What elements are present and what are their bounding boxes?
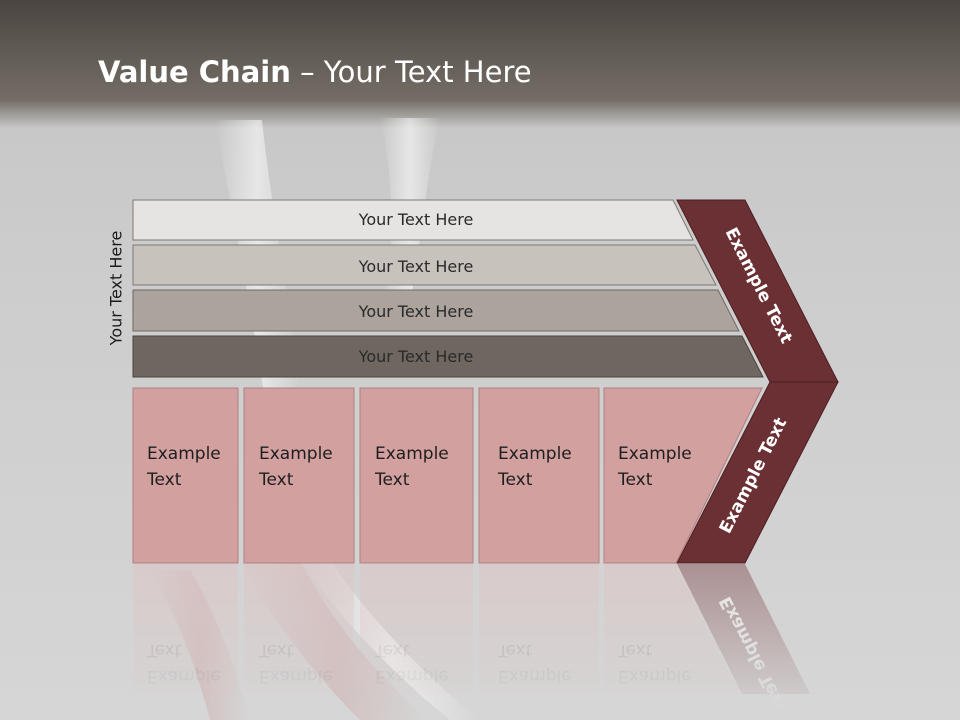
primary-box-shape bbox=[359, 387, 474, 564]
support-row: Your Text Here bbox=[132, 335, 764, 378]
primary-box-line1: Example bbox=[375, 444, 449, 464]
primary-box-line2: Text bbox=[146, 470, 182, 490]
reflection-box bbox=[604, 564, 740, 694]
primary-box-line2: Text bbox=[497, 470, 533, 490]
support-row: Your Text Here bbox=[132, 199, 694, 241]
reflection-text-line1: Example bbox=[259, 666, 333, 686]
reflection-text-line2: Text bbox=[258, 640, 294, 660]
support-row: Your Text Here bbox=[132, 244, 717, 286]
support-row-shape bbox=[132, 289, 740, 332]
support-row-shape bbox=[132, 244, 717, 286]
reflection-text-line2: Text bbox=[497, 640, 533, 660]
diagram-reflection: Example Text Example Text Example Text E… bbox=[133, 564, 810, 715]
slide-title: Value Chain – Your Text Here bbox=[98, 55, 532, 89]
reflection-text-line2: Text bbox=[374, 640, 410, 660]
primary-box-shape bbox=[243, 387, 355, 564]
support-row: Your Text Here bbox=[132, 289, 740, 332]
reflection-text-line1: Example bbox=[375, 666, 449, 686]
primary-box-line1: Example bbox=[259, 444, 333, 464]
reflection-arrow bbox=[677, 564, 810, 694]
support-row-label: Your Text Here bbox=[358, 257, 474, 276]
support-row-shape bbox=[132, 199, 694, 241]
support-activities: Your Text Here Your Text Here Your Text … bbox=[132, 199, 764, 378]
primary-box-line2: Text bbox=[617, 470, 653, 490]
primary-box-shape bbox=[132, 387, 239, 564]
margin-arrow: Example Text Example Text bbox=[676, 199, 839, 564]
primary-box: Example Text bbox=[478, 387, 600, 564]
reflection-box bbox=[244, 564, 354, 694]
primary-box-shape bbox=[603, 387, 763, 564]
primary-box: Example Text bbox=[359, 387, 474, 564]
primary-box-shape bbox=[478, 387, 600, 564]
reflection-box bbox=[133, 564, 238, 694]
reflection-box bbox=[360, 564, 473, 694]
primary-box: Example Text bbox=[603, 387, 763, 564]
title-rest: – Your Text Here bbox=[290, 55, 532, 89]
arrow-lower-band bbox=[676, 381, 839, 564]
reflection-text-line1: Example bbox=[147, 666, 221, 686]
primary-box-line2: Text bbox=[258, 470, 294, 490]
reflection-text-line2: Text bbox=[146, 640, 182, 660]
title-bold: Value Chain bbox=[98, 55, 291, 89]
primary-box-line1: Example bbox=[498, 444, 572, 464]
reflection-text-line1: Example bbox=[618, 666, 692, 686]
primary-box-line1: Example bbox=[618, 444, 692, 464]
primary-box: Example Text bbox=[243, 387, 355, 564]
reflection-text-line2: Text bbox=[617, 640, 653, 660]
primary-box-line2: Text bbox=[374, 470, 410, 490]
reflection-box bbox=[479, 564, 599, 694]
primary-box-line1: Example bbox=[147, 444, 221, 464]
support-row-label: Your Text Here bbox=[358, 210, 474, 229]
support-row-label: Your Text Here bbox=[358, 347, 474, 366]
primary-activities: Example Text Example Text Example Text E… bbox=[132, 387, 763, 564]
header-band bbox=[0, 0, 960, 128]
reflection-text-line1: Example bbox=[498, 666, 572, 686]
support-row-label: Your Text Here bbox=[358, 302, 474, 321]
primary-box: Example Text bbox=[132, 387, 239, 564]
support-row-shape bbox=[132, 335, 764, 378]
